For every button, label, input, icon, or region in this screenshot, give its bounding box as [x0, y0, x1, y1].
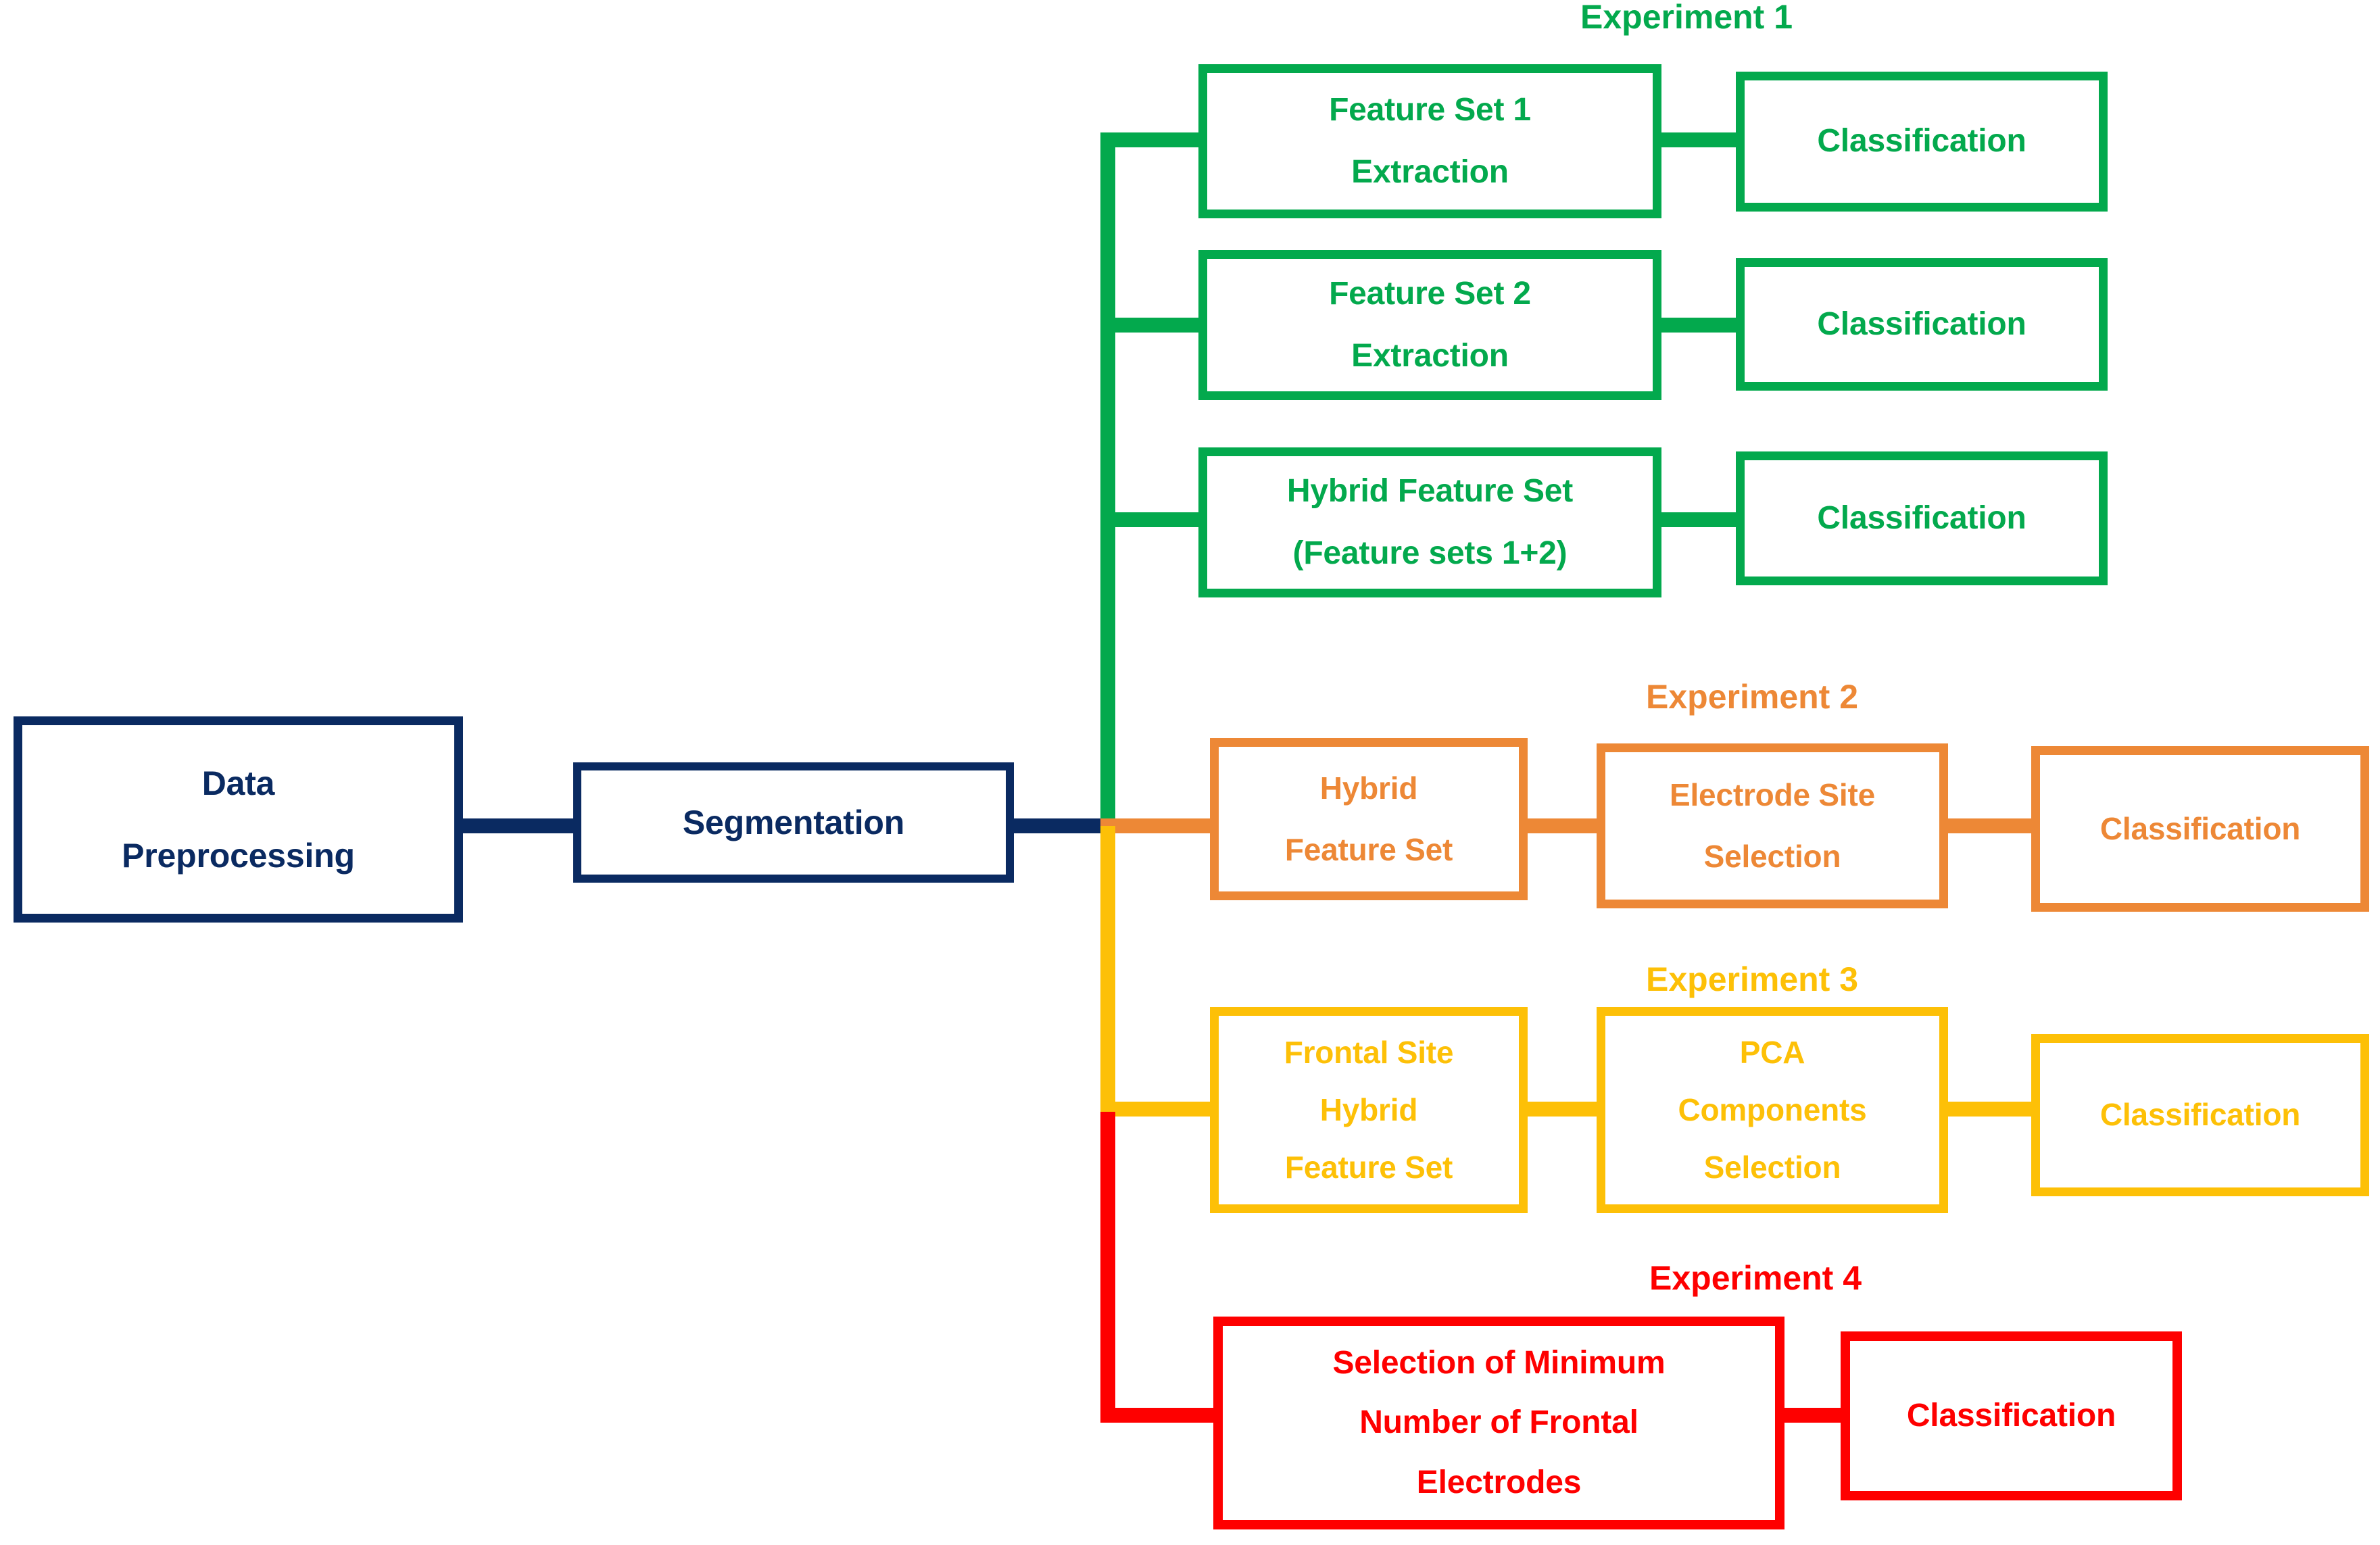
node-hybrid-feature-set-exp1-line1: Hybrid Feature Set — [1286, 472, 1574, 509]
node-pca-components-line3: Selection — [1703, 1150, 1841, 1185]
node-classification-exp2[interactable]: Classification — [2031, 746, 2369, 912]
connector-green-branch-1 — [1100, 132, 1202, 147]
node-classification-exp1-branch2[interactable]: Classification — [1736, 258, 2108, 391]
node-classification-exp3[interactable]: Classification — [2031, 1034, 2369, 1196]
node-classification-exp1-branch1[interactable]: Classification — [1736, 72, 2108, 212]
node-classification-exp1-branch1-label: Classification — [1817, 123, 2026, 160]
node-pca-components-line2: Components — [1678, 1092, 1867, 1127]
node-selection-minimum-line3: Electrodes — [1416, 1464, 1582, 1500]
connector-green-stage3-to-classification — [1656, 512, 1741, 527]
node-hybrid-feature-set-exp2-line1: Hybrid — [1319, 770, 1418, 806]
connector-orange-stage1-to-stage2 — [1521, 818, 1602, 833]
node-segmentation-label: Segmentation — [682, 803, 905, 841]
connector-green-trunk — [1100, 132, 1115, 826]
node-data-preprocessing-line1: Data — [201, 764, 275, 802]
connector-green-stage2-to-classification — [1656, 318, 1741, 333]
connector-green-branch-2 — [1100, 318, 1202, 333]
experiment-1-caption: Experiment 1 — [1580, 0, 1793, 36]
connector-orange-stage2-to-classification — [1947, 818, 2035, 833]
node-frontal-site-hybrid-feature-set[interactable]: Frontal Site Hybrid Feature Set — [1210, 1007, 1528, 1213]
node-classification-exp2-label: Classification — [2099, 810, 2301, 846]
experiment-4-caption: Experiment 4 — [1649, 1259, 1862, 1297]
connector-red-stage1-to-classification — [1778, 1408, 1852, 1423]
node-selection-minimum-line1: Selection of Minimum — [1332, 1345, 1666, 1381]
node-data-preprocessing[interactable]: Data Preprocessing — [14, 716, 463, 923]
node-pca-components-line1: PCA — [1739, 1034, 1805, 1070]
node-frontal-site-hybrid-line2: Hybrid — [1319, 1092, 1418, 1127]
node-electrode-site-selection-line2: Selection — [1703, 839, 1841, 874]
experiment-3-caption: Experiment 3 — [1646, 960, 1859, 998]
experiment-2-caption: Experiment 2 — [1646, 678, 1859, 716]
node-frontal-site-hybrid-line3: Feature Set — [1284, 1150, 1453, 1185]
node-feature-set-1-line2: Extraction — [1351, 154, 1509, 190]
node-frontal-site-hybrid-line1: Frontal Site — [1284, 1034, 1454, 1070]
node-electrode-site-selection[interactable]: Electrode Site Selection — [1597, 743, 1948, 908]
connector-orange-branch — [1100, 818, 1215, 833]
connector-gold-stage2-to-classification — [1947, 1102, 2035, 1117]
node-classification-exp1-branch3-label: Classification — [1817, 499, 2026, 536]
node-segmentation[interactable]: Segmentation — [573, 762, 1014, 883]
node-feature-set-2-extraction[interactable]: Feature Set 2 Extraction — [1198, 250, 1661, 400]
node-feature-set-1-extraction[interactable]: Feature Set 1 Extraction — [1198, 64, 1661, 218]
node-hybrid-feature-set-exp2[interactable]: Hybrid Feature Set — [1210, 738, 1528, 900]
node-hybrid-feature-set-exp1-line2: (Feature sets 1+2) — [1292, 535, 1568, 571]
node-classification-exp4[interactable]: Classification — [1841, 1331, 2182, 1500]
node-data-preprocessing-line2: Preprocessing — [122, 836, 355, 875]
connector-green-stage1-to-classification — [1656, 132, 1741, 147]
node-classification-exp4-label: Classification — [1906, 1397, 2116, 1433]
node-feature-set-1-line1: Feature Set 1 — [1329, 91, 1531, 128]
connector-gold-trunk — [1100, 826, 1115, 1117]
node-classification-exp1-branch3[interactable]: Classification — [1736, 451, 2108, 585]
node-hybrid-feature-set-exp1[interactable]: Hybrid Feature Set (Feature sets 1+2) — [1198, 447, 1661, 597]
connector-gold-branch — [1100, 1102, 1215, 1117]
connector-red-branch — [1100, 1408, 1222, 1423]
node-feature-set-2-line1: Feature Set 2 — [1329, 275, 1531, 312]
connector-green-branch-3 — [1100, 512, 1202, 527]
node-classification-exp1-branch2-label: Classification — [1817, 305, 2026, 342]
node-pca-components-selection[interactable]: PCA Components Selection — [1597, 1007, 1948, 1213]
node-selection-minimum-line2: Number of Frontal — [1359, 1404, 1638, 1441]
connector-preprocessing-to-segmentation — [460, 818, 581, 833]
node-electrode-site-selection-line1: Electrode Site — [1670, 777, 1875, 812]
node-selection-minimum-frontal-electrodes[interactable]: Selection of Minimum Number of Frontal E… — [1213, 1317, 1784, 1529]
node-feature-set-2-line2: Extraction — [1351, 338, 1509, 374]
connector-segmentation-to-trunk — [1007, 818, 1115, 833]
node-classification-exp3-label: Classification — [2099, 1097, 2301, 1133]
connector-red-trunk — [1100, 1112, 1115, 1423]
node-hybrid-feature-set-exp2-line2: Feature Set — [1284, 832, 1453, 867]
connector-gold-stage1-to-stage2 — [1521, 1102, 1602, 1117]
